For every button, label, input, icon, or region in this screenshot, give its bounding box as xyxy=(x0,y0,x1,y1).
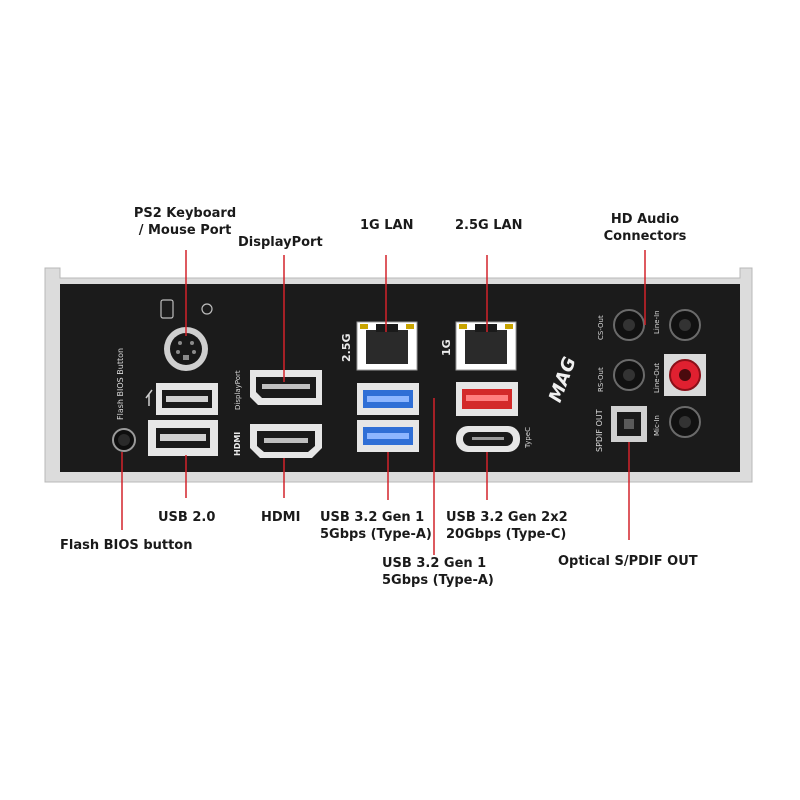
usb-typec-port xyxy=(456,426,520,452)
callout-hd-audio-line2: Connectors xyxy=(603,229,687,244)
typec-board-label: TypeC xyxy=(524,427,532,448)
spdif-optical-port xyxy=(611,406,647,442)
callout-usb32-gen1-b: USB 3.2 Gen 1 5Gbps (Type-A) xyxy=(382,555,494,589)
usb3-blue-port-top xyxy=(357,383,419,415)
lan-left-speed-label: 2.5G xyxy=(340,333,353,362)
callout-displayport: DisplayPort xyxy=(238,235,323,250)
flash-bios-button[interactable] xyxy=(112,428,136,452)
usb2-port-top xyxy=(156,383,218,415)
hdmi-board-label: HDMI xyxy=(233,431,242,456)
callout-usb32-gen1-a-line1: USB 3.2 Gen 1 xyxy=(320,510,425,525)
lan-port-left xyxy=(356,321,418,371)
spdif-board-label: SPDIF OUT xyxy=(595,409,604,452)
usb-red-port xyxy=(456,382,518,416)
callout-usb32-gen1-a-line2: 5Gbps (Type-A) xyxy=(320,527,432,542)
audio-mic-in-label: Mic-In xyxy=(653,415,661,436)
callout-hdmi: HDMI xyxy=(261,510,301,525)
callout-lan1g: 1G LAN xyxy=(360,218,414,233)
callout-lan25g: 2.5G LAN xyxy=(455,218,523,233)
audio-jack-mic-in xyxy=(669,406,701,438)
callout-optical: Optical S/PDIF OUT xyxy=(558,554,698,569)
lan-port-right xyxy=(455,321,517,371)
audio-jack-line-in xyxy=(669,309,701,341)
callout-ps2-line1: PS2 Keyboard xyxy=(133,206,237,221)
callout-usb32-gen1-b-line2: 5Gbps (Type-A) xyxy=(382,573,494,588)
ps2-port xyxy=(160,299,213,371)
audio-rs-out-label: RS-Out xyxy=(597,367,605,392)
audio-line-in-label: Line-In xyxy=(653,310,661,334)
callout-usb32-gen2x2: USB 3.2 Gen 2x2 20Gbps (Type-C) xyxy=(446,509,568,543)
callout-flash-bios: Flash BIOS button xyxy=(60,538,193,553)
callout-ps2: PS2 Keyboard / Mouse Port xyxy=(120,205,250,239)
callout-hd-audio: HD Audio Connectors xyxy=(590,211,700,245)
callout-hd-audio-line1: HD Audio xyxy=(610,212,680,227)
displayport-port xyxy=(250,370,322,405)
mouse-icon xyxy=(201,303,213,315)
keyboard-icon xyxy=(160,299,174,319)
audio-line-out-label: Line-Out xyxy=(653,363,661,393)
audio-jack-line-out xyxy=(664,354,706,396)
callout-usb32-gen2x2-line1: USB 3.2 Gen 2x2 xyxy=(446,510,568,525)
callout-ps2-line2: / Mouse Port xyxy=(138,223,232,238)
hdmi-port xyxy=(250,424,322,458)
callout-usb20: USB 2.0 xyxy=(158,510,216,525)
usb-symbol-icon xyxy=(145,389,153,406)
audio-cs-out-label: CS-Out xyxy=(597,315,605,340)
lan-right-speed-label: 1G xyxy=(440,339,453,356)
audio-jack-cs-out xyxy=(613,309,645,341)
audio-jack-rs-out xyxy=(613,359,645,391)
flash-bios-board-label: Flash BIOS Button xyxy=(116,347,125,420)
usb3-blue-port-bottom xyxy=(357,420,419,452)
callout-usb32-gen1-b-line1: USB 3.2 Gen 1 xyxy=(382,556,487,571)
displayport-board-label: DisplayPort xyxy=(234,370,242,410)
leader-lines xyxy=(121,250,646,555)
callout-usb32-gen1-a: USB 3.2 Gen 1 5Gbps (Type-A) xyxy=(320,509,432,543)
callout-usb32-gen2x2-line2: 20Gbps (Type-C) xyxy=(446,527,567,542)
usb2-port-bottom xyxy=(148,420,218,456)
